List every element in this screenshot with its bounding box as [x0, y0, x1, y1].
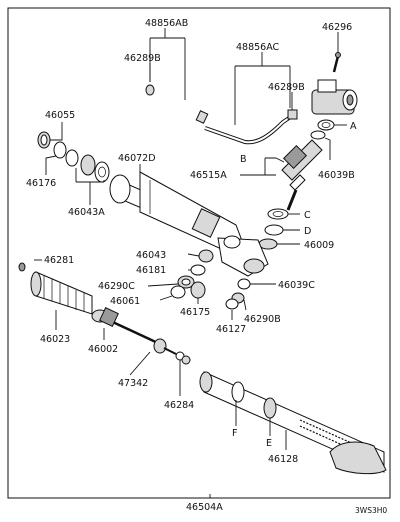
label-e: E: [266, 438, 272, 449]
o-ring-46039c: [237, 278, 251, 290]
seal-d: [264, 224, 284, 236]
seal-c: [267, 208, 289, 220]
label-46128: 46128: [268, 454, 298, 465]
ring-46127: [225, 298, 239, 310]
label-f: F: [232, 428, 237, 439]
leader-48856ab: [149, 28, 186, 100]
pinion-valve-46515a: [281, 139, 323, 211]
seal-a: [317, 119, 335, 131]
leader-46515a: [240, 157, 285, 176]
label-48856ac: 48856AC: [236, 42, 280, 53]
ring-46061: [170, 285, 186, 299]
label-46009: 46009: [304, 240, 334, 251]
label-c: C: [304, 210, 311, 221]
label-a: A: [350, 121, 357, 132]
label-46002: 46002: [88, 344, 118, 355]
label-46039c: 46039C: [278, 280, 315, 291]
label-46284: 46284: [164, 400, 194, 411]
label-46289b-2: 46289B: [268, 82, 305, 93]
label-46055: 46055: [45, 110, 75, 121]
label-46289b-1: 46289B: [124, 53, 161, 64]
nut-46009: [258, 238, 278, 250]
label-46296: 46296: [322, 22, 352, 33]
leader-48856ac: [234, 52, 291, 125]
bolt-46296: [332, 52, 341, 73]
label-46039b: 46039B: [318, 170, 355, 181]
bellows-boot-46023: [18, 262, 109, 323]
bushing-46055: [37, 131, 51, 149]
diagram-frame: [7, 7, 391, 499]
label-b: B: [240, 154, 247, 165]
label-46072d: 46072D: [118, 153, 156, 164]
pressure-pipe-48856ab: [145, 84, 271, 149]
seal-46043a-2: [80, 154, 96, 176]
label-46061: 46061: [110, 296, 140, 307]
valve-housing: [311, 79, 358, 115]
label-46504a: 46504A: [186, 502, 223, 513]
label-46181: 46181: [136, 265, 166, 276]
label-46290c: 46290C: [98, 281, 135, 292]
seal-46043: [198, 249, 214, 263]
label-46023: 46023: [40, 334, 70, 345]
rack-assembly-46128: [199, 371, 387, 475]
seal-46043a-1: [65, 149, 79, 167]
label-46176: 46176: [26, 178, 56, 189]
return-pipe-48856ac: [204, 109, 298, 145]
gear-housing-46072d: [109, 171, 269, 277]
ring-46176: [53, 141, 67, 159]
label-46290b: 46290B: [244, 314, 281, 325]
ring-46181: [190, 264, 206, 276]
leader-47342: [129, 351, 151, 376]
label-46281: 46281: [44, 255, 74, 266]
label-d: D: [304, 226, 311, 237]
label-46127: 46127: [216, 324, 246, 335]
label-46043: 46043: [136, 250, 166, 261]
label-48856ab: 48856AB: [145, 18, 188, 29]
leader-46176: [45, 155, 57, 175]
label-46175: 46175: [180, 307, 210, 318]
diagram-reference-code: 3WS3H0: [355, 506, 387, 515]
tie-rod-46002: [99, 307, 177, 355]
label-47342: 47342: [118, 378, 148, 389]
label-46515a: 46515A: [190, 170, 227, 181]
o-ring-46039b: [310, 130, 326, 140]
seal-46043a-3: [94, 161, 110, 183]
label-46043a: 46043A: [68, 207, 105, 218]
bushing-46175: [190, 281, 206, 299]
leader-46043a: [75, 168, 105, 205]
